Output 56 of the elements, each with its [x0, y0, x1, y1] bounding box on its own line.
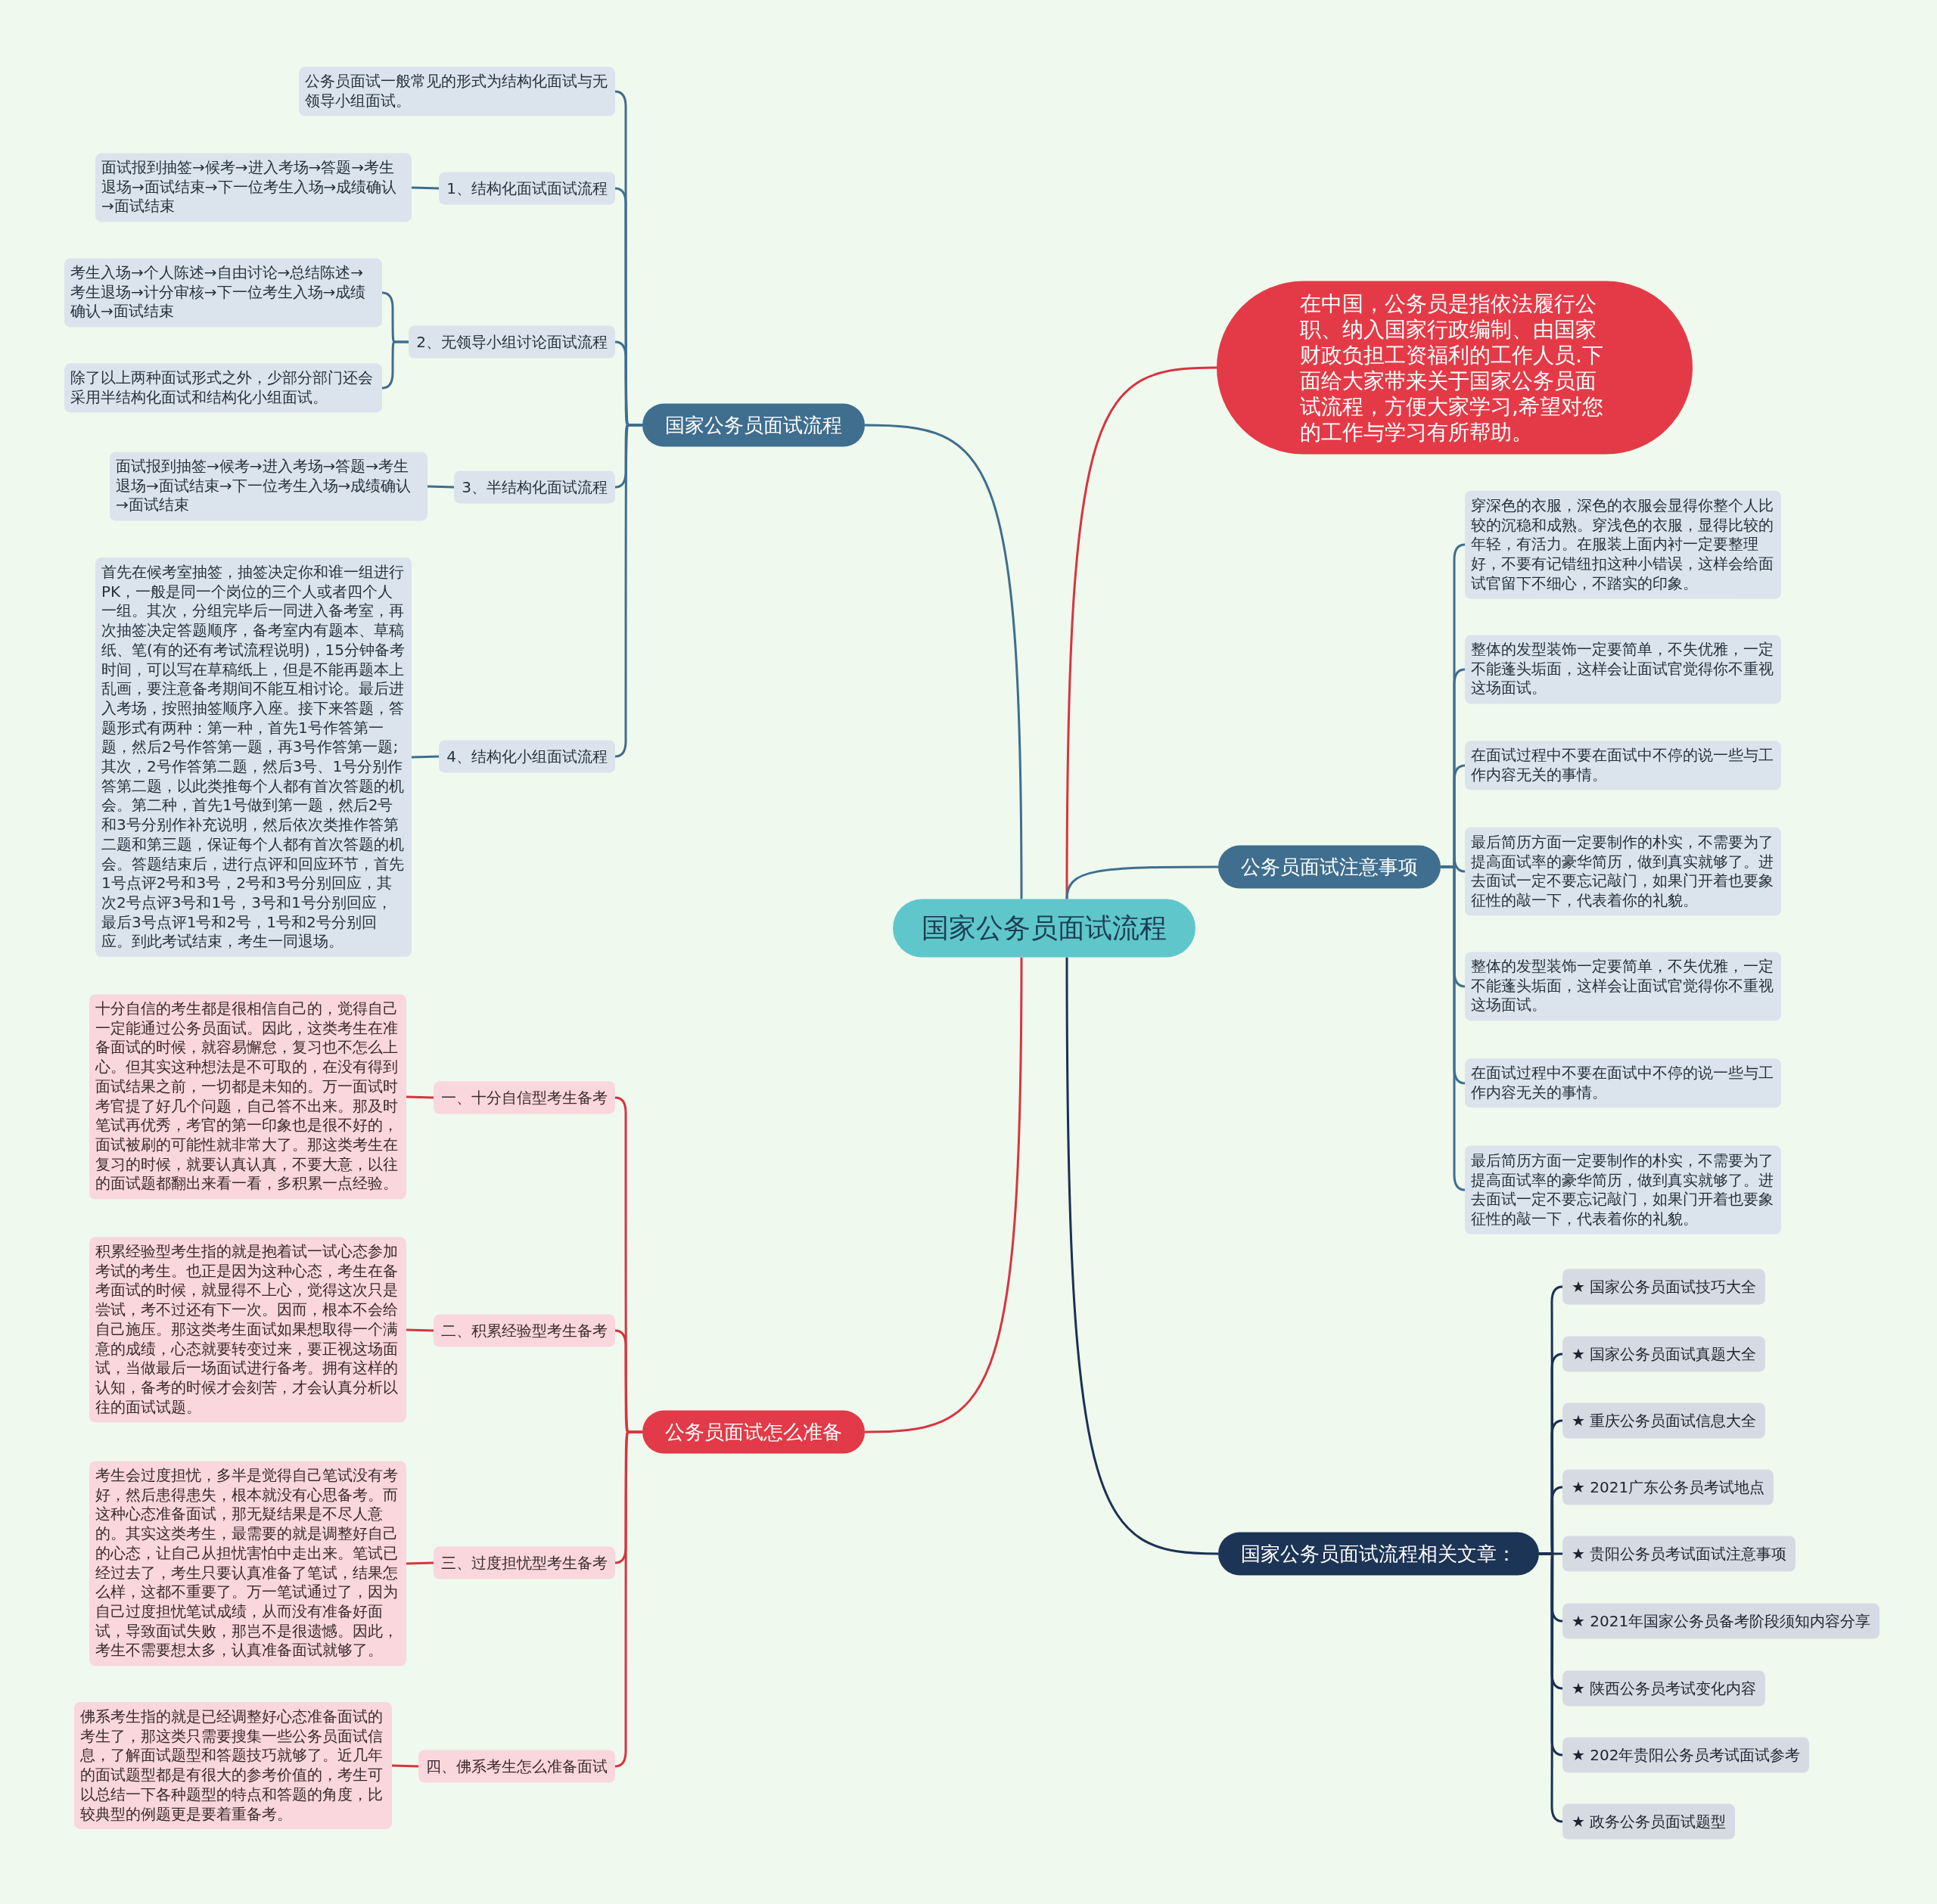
note-card: 佛系考生指的就是已经调整好心态准备面试的考生了，那这类只需要搜集一些公务员面试信息，了解面试题型和答题技巧就够了。近几年的面试题型都是有很大的参考价值的，考生可以总结一下各种题型的特点和答题的角度，比较典型的例题更是要着重备考。: [74, 1701, 392, 1830]
connector-line: [1065, 366, 1217, 899]
article-link-box: ★ 政务公务员面试题型: [1562, 1803, 1736, 1840]
note-card: 积累经验型考生指的就是抱着试一试心态参加考试的考生。也正是因为这种心态，考生在备考面试的时候，就显得不上心，觉得这次只是尝试，考不过还有下一次。因而，根本不会给自己施压。那这类考生面试如果想取得一个满意的成绩，心态就要转变过来，要正视这场面试，当做最后一场面试进行备考。拥有这样的认知，备考的时候才会刻苦，才会认真分析以往的面试试题。: [89, 1237, 406, 1423]
note-card: 在面试过程中不要在面试中不停的说一些与工作内容无关的事情。: [1465, 741, 1781, 790]
note-card: 面试报到抽签→候考→进入考场→答题→考生退场→面试结束→下一位考生入场→成绩确认→面试结束: [95, 153, 412, 222]
branch-topic: 国家公务员面试流程: [642, 403, 865, 447]
connector-line: [614, 424, 642, 758]
note-card: 除了以上两种面试形式之外，少部分部门还会采用半结构化面试和结构化小组面试。: [64, 363, 382, 413]
connector-line: [391, 1764, 419, 1768]
subtopic-box: 四、佛系考生怎么准备面试: [418, 1750, 615, 1783]
subtopic-box: 一、十分自信型考生备考: [434, 1081, 615, 1114]
note-card: 面试报到抽签→候考→进入考场→答题→考生退场→面试结束→下一位考生入场→成绩确认→面试结束: [110, 452, 428, 521]
note-card: 最后简历方面一定要制作的朴实，不需要为了提高面试率的豪华简历，做到真实就够了。进去面试一定不要忘记敲门，如果门开着也要象征性的敲一下，代表着你的礼貌。: [1465, 827, 1781, 916]
connector-line: [1065, 957, 1219, 1555]
connector-line: [1065, 865, 1218, 899]
article-link-box: ★ 2021年国家公务员备考阶段须知内容分享: [1562, 1603, 1880, 1639]
branch-topic: 公务员面试注意事项: [1218, 845, 1441, 889]
note-card: 在面试过程中不要在面试中不停的说一些与工作内容无关的事情。: [1465, 1058, 1781, 1108]
connector-line: [1441, 865, 1466, 1191]
note-card: 整体的发型装饰一定要简单，不失优雅，一定不能蓬头垢面，这样会让面试官觉得你不重视这场面试。: [1465, 952, 1781, 1021]
subtopic-box: 3、半结构化面试流程: [454, 471, 615, 504]
connector-line: [381, 340, 409, 390]
article-link-box: ★ 国家公务员面试技巧大全: [1562, 1269, 1766, 1305]
article-link-box: ★ 2021广东公务员考试地点: [1562, 1469, 1774, 1505]
subtopic-box: 1、结构化面试面试流程: [439, 172, 615, 205]
subtopic-box: 2、无领导小组讨论面试流程: [409, 325, 615, 359]
note-card: 考生入场→个人陈述→自由讨论→总结陈述→考生退场→计分审核→下一位考生入场→成绩确认→面试结束: [64, 258, 382, 328]
connector-line: [411, 186, 440, 190]
connector-line: [411, 755, 440, 759]
note-card: 整体的发型装饰一定要简单，不失优雅，一定不能蓬头垢面，这样会让面试官觉得你不重视这场面试。: [1465, 635, 1781, 704]
subtopic-box: 二、积累经验型考生备考: [434, 1314, 615, 1347]
note-card: 穿深色的衣服，深色的衣服会显得你整个人比较的沉稳和成熟。穿浅色的衣服，显得比较的年轻，有活力。在服装上面内衬一定要整理好，不要有记错纽扣这种小错误，这样会给面试官留下不细心，不踏实的印象。: [1465, 490, 1781, 599]
central-topic: 国家公务员面试流程: [893, 899, 1195, 958]
connector-line: [427, 485, 455, 489]
article-link-box: ★ 陕西公务员考试变化内容: [1562, 1670, 1766, 1707]
article-link-box: ★ 国家公务员面试真题大全: [1562, 1336, 1766, 1372]
note-card: 十分自信的考生都是很相信自己的，觉得自己一定能通过公务员面试。因此，这类考生在准备面试的时候，就容易懈怠，复习也不怎么上心。但其实这种想法是不可取的，在没有得到面试结果之前，一切都是未知的。万一面试时考官提了好几个问题，自己答不出来。那及时笔试再优秀，考官的第一印象也是很不好的，面试被刷的可能性就非常大了。那这类考生在复习的时候，就要认真认真，不要大意，以往的面试题都翻出来看一看，多积累一点经验。: [89, 994, 406, 1200]
subtopic-box: 三、过度担忧型考生备考: [434, 1546, 615, 1579]
article-link-box: ★ 贵阳公务员考试面试注意事项: [1562, 1536, 1796, 1572]
branch-topic: 公务员面试怎么准备: [642, 1410, 865, 1454]
connector-line: [406, 1561, 434, 1565]
article-link-box: ★ 202年贵阳公务员考试面试参考: [1562, 1737, 1810, 1773]
note-card: 最后简历方面一定要制作的朴实，不需要为了提高面试率的豪华简历，做到真实就够了。进去面试一定不要忘记敲门，如果门开着也要象征性的敲一下，代表着你的礼貌。: [1465, 1145, 1781, 1235]
note-card: 首先在候考室抽签，抽签决定你和谁一组进行PK，一般是同一个岗位的三个人或者四个人一组。其次，分组完毕后一同进入备考室，再次抽签决定答题顺序，备考室内有题本、草稿纸、笔(有的还有考试流程说明)，15分钟备考时间，可以写在草稿纸上，但是不能再题本上乱画，要注意备考期间不能互相讨论。最后进入考场，按照抽签顺序入座。接下来答题，答题形式有两种：第一种，首先1号作答第一题，然后2号作答第一题，再3号作答第一题;其次，2号作答第二题，然后3号、1号分别作答第二题，以此类推每个人都有首次答题的机会。第二种，首先1号做到第一题，然后2号和3号分别作补充说明，然后依次类推作答第二题和第三题，保证每个人都有首次答题的机会。答题结束后，进行点评和回应环节，首先1号点评2号和3号，2号和3号分别回应，其次2号点评3号和1号，3号和1号分别回应，最后3号点评1号和2号，1号和2号分别回应。到此考试结束，考生一同退场。: [95, 557, 412, 958]
article-link-box: ★ 重庆公务员面试信息大全: [1562, 1402, 1766, 1439]
subtopic-box: 4、结构化小组面试流程: [439, 740, 615, 773]
connector-line: [864, 424, 1023, 899]
note-card: 考生会过度担忧，多半是觉得自己笔试没有考好，然后患得患失，根本就没有心思备考。而这种心态准备面试，那无疑结果是不尽人意的。其实这类考生，最需要的就是调整好自己的心态，让自己从担忧害怕中走出来。笔试已经过去了，考生只要认真准备了笔试，结果怎么样，这都不重要了。万一笔试通过了，因为自己过度担忧笔试成绩，从而没有准备好面试，导致面试失败，那岂不是很遗憾。因此，考生不需要想太多，认真准备面试就够了。: [89, 1461, 406, 1666]
note-card: 公务员面试一般常见的形式为结构化面试与无领导小组面试。: [299, 67, 615, 116]
connector-line: [406, 1095, 434, 1099]
connector-line: [864, 957, 1023, 1433]
branch-topic: 国家公务员面试流程相关文章：: [1218, 1532, 1539, 1576]
intro-bubble: 在中国，公务员是指依法履行公职、纳入国家行政编制、由国家财政负担工资福利的工作人员.下面给大家带来关于国家公务员面试流程，方便大家学习,希望对您的工作与学习有所帮助。: [1217, 281, 1693, 455]
connector-line: [406, 1328, 434, 1332]
connector-line: [614, 1430, 642, 1768]
